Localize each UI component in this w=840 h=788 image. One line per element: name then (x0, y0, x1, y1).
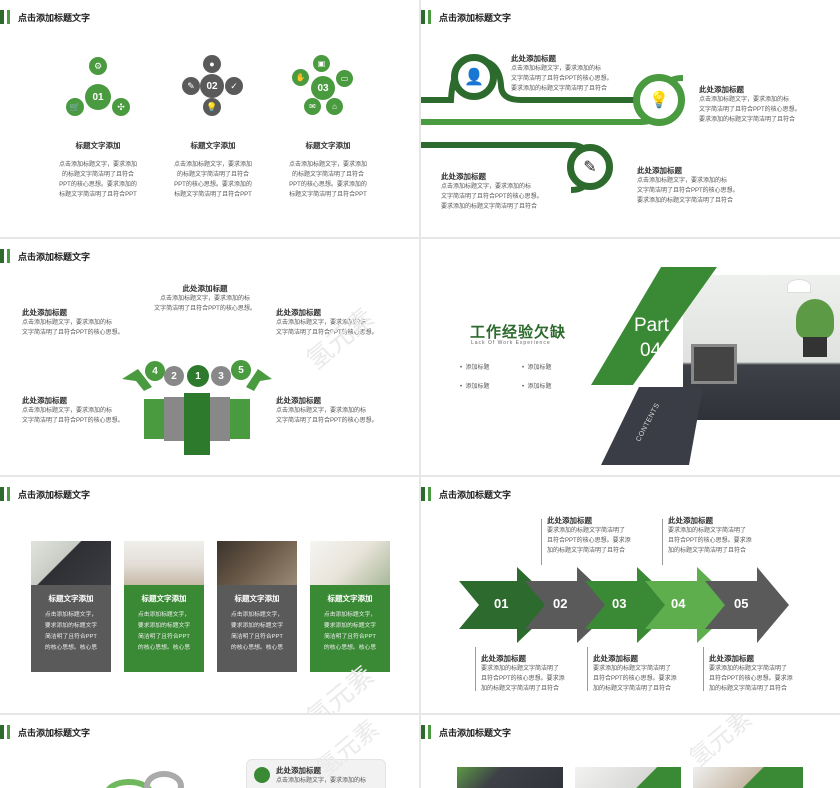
arrow-label-02: 02 (553, 596, 568, 611)
text-block-top: 此处添加标题 点击添加标题文字，要求添加的标文字简洁明了且符合PPT的核心思想。 (154, 284, 256, 312)
arrow-label-01: 01 (494, 596, 509, 611)
workspace-photo (310, 541, 390, 585)
photo-1 (457, 767, 563, 788)
text-block-right-bottom: 此处添加标题 点击添加标题文字，要求添加的标文字简洁明了且符合PPT的核心思想。 (276, 396, 378, 424)
check-icon: ✓ (225, 77, 243, 95)
text-block: 此处添加标题 点击添加标题文字，要求添加的标文字简洁明了且符合PPT的核心思想。… (637, 166, 739, 204)
slide-header: 点击添加标题文字 (421, 487, 511, 501)
connector-line (541, 519, 542, 565)
slide-1[interactable]: 点击添加标题文字 01 ⚙ 🛒 ✣ 标题文字添加 点击添加标题文字，要求添加的标… (0, 0, 419, 237)
monitor-icon: ▭ (336, 70, 353, 87)
slide-7[interactable]: 点击添加标题文字 此处添加标题 点击添加标题文字，要求添加的标 氢元素 (0, 715, 419, 788)
slide-5[interactable]: 点击添加标题文字 标题文字添加 点击添加标题文字，要求添加的标题文字简洁明了且符… (0, 477, 419, 713)
step-text-bottom: 此处添加标题 要求添加的标题文字简洁明了且符合PPT的核心思想。要求添加的标题文… (481, 654, 565, 692)
connector-line (587, 647, 588, 691)
person-icon: 👤 (451, 54, 497, 100)
bullet-list: • 添加标题• 添加标题 • 添加标题• 添加标题 (460, 365, 552, 390)
text-block-left-top: 此处添加标题 点击添加标题文字，要求添加的标文字简洁明了且符合PPT的核心思想。 (22, 308, 124, 336)
plant-pot (803, 337, 827, 357)
diagonal-shapes (591, 267, 717, 465)
lamp (787, 279, 811, 293)
step-text-bottom: 此处添加标题 要求添加的标题文字简洁明了且符合PPT的核心思想。要求添加的标题文… (593, 654, 677, 692)
number-circle-02: 02 (200, 74, 224, 98)
arrow-label-05: 05 (734, 596, 749, 611)
slide-3[interactable]: 点击添加标题文字 此处添加标题 点击添加标题文字，要求添加的标文字简洁明了且符合… (0, 239, 419, 475)
slide-6[interactable]: 点击添加标题文字 01 02 03 04 05 此处添加标题 要求添加的标题文字… (421, 477, 840, 713)
gray-ring (144, 771, 184, 788)
number-badge-4: 4 (145, 361, 165, 381)
typing-photo (124, 541, 204, 585)
lightbulb-icon: 💡 (203, 98, 221, 116)
text-block: 此处添加标题 点击添加标题文字，要求添加的标文字简洁明了且符合PPT的核心思想。… (441, 172, 543, 210)
group-title: 标题文字添加 (305, 141, 351, 150)
part-label: Part (634, 315, 669, 336)
chat-icon: ✉ (304, 98, 321, 115)
part-number: 04 (640, 340, 662, 361)
step-text-bottom: 此处添加标题 要求添加的标题文字简洁明了且符合PPT的核心思想。要求添加的标题文… (709, 654, 793, 692)
group-title: 标题文字添加 (75, 141, 121, 150)
photo-2 (575, 767, 681, 788)
edit-icon: ✎ (567, 144, 613, 190)
connector-line (662, 519, 663, 565)
arrow-label-04: 04 (671, 596, 686, 611)
arrow-label-03: 03 (612, 596, 627, 611)
section-subtitle: Lack Of Work Experience (471, 340, 551, 346)
slide-4[interactable]: Part 04 CONTENTS 工作经验欠缺 Lack Of Work Exp… (421, 239, 840, 475)
number-circle-01: 01 (85, 84, 111, 110)
step-text-top: 此处添加标题 要求添加的标题文字简洁明了且符合PPT的核心思想。要求添加的标题文… (668, 516, 752, 554)
network-icon: ✣ (112, 98, 130, 116)
connector-line (703, 647, 704, 691)
user-icon: ● (203, 55, 221, 73)
section-title: 工作经验欠缺 (470, 324, 567, 341)
info-text: 此处添加标题 点击添加标题文字，要求添加的标 (276, 766, 367, 784)
lightbulb-icon: 💡 (633, 74, 685, 126)
slide-header: 点击添加标题文字 (421, 10, 511, 24)
laptop-photo (31, 541, 111, 585)
slide-header: 点击添加标题文字 (0, 725, 90, 739)
text-block-left-bottom: 此处添加标题 点击添加标题文字，要求添加的标文字简洁明了且符合PPT的核心思想。 (22, 396, 124, 424)
photo-3 (693, 767, 803, 788)
home-icon: ⌂ (326, 98, 343, 115)
hand-icon: ✋ (292, 69, 309, 86)
number-badge-1: 1 (187, 365, 209, 387)
bullet-dot (254, 767, 270, 783)
number-circle-03: 03 (311, 76, 335, 100)
slide-2[interactable]: 点击添加标题文字 👤 💡 ✎ 此处添加标题 点击添加标题文字，要求添加的标文字简… (421, 0, 840, 237)
settings-icon: ⚙ (89, 57, 107, 75)
group-title: 标题文字添加 (190, 141, 236, 150)
slide-8[interactable]: 点击添加标题文字 氢元素 (421, 715, 840, 788)
text-block: 此处添加标题 点击添加标题文字，要求添加的标文字简洁明了且符合PPT的核心思想。… (699, 85, 801, 123)
desk-photo (217, 541, 297, 585)
team-figures (122, 369, 272, 455)
number-badge-5: 5 (231, 360, 251, 380)
number-badge-2: 2 (164, 366, 184, 386)
monitor (691, 344, 737, 384)
briefcase-icon: ▣ (313, 55, 330, 72)
step-text-top: 此处添加标题 要求添加的标题文字简洁明了且符合PPT的核心思想。要求添加的标题文… (547, 516, 631, 554)
slide-header: 点击添加标题文字 (0, 487, 90, 501)
arrow-chain (459, 567, 789, 643)
watermark: 氢元素 (684, 715, 758, 773)
cart-icon: 🛒 (66, 98, 84, 116)
slide-header: 点击添加标题文字 (0, 249, 90, 263)
slide-header: 点击添加标题文字 (0, 10, 90, 24)
slide-header: 点击添加标题文字 (421, 725, 511, 739)
edit-icon: ✎ (182, 77, 200, 95)
plant (796, 299, 834, 339)
connector-line (475, 647, 476, 691)
text-block-right-top: 此处添加标题 点击添加标题文字，要求添加的标文字简洁明了且符合PPT的核心思想。 (276, 308, 378, 336)
text-block: 此处添加标题 点击添加标题文字，要求添加的标文字简洁明了且符合PPT的核心思想。… (511, 54, 613, 92)
number-badge-3: 3 (211, 366, 231, 386)
